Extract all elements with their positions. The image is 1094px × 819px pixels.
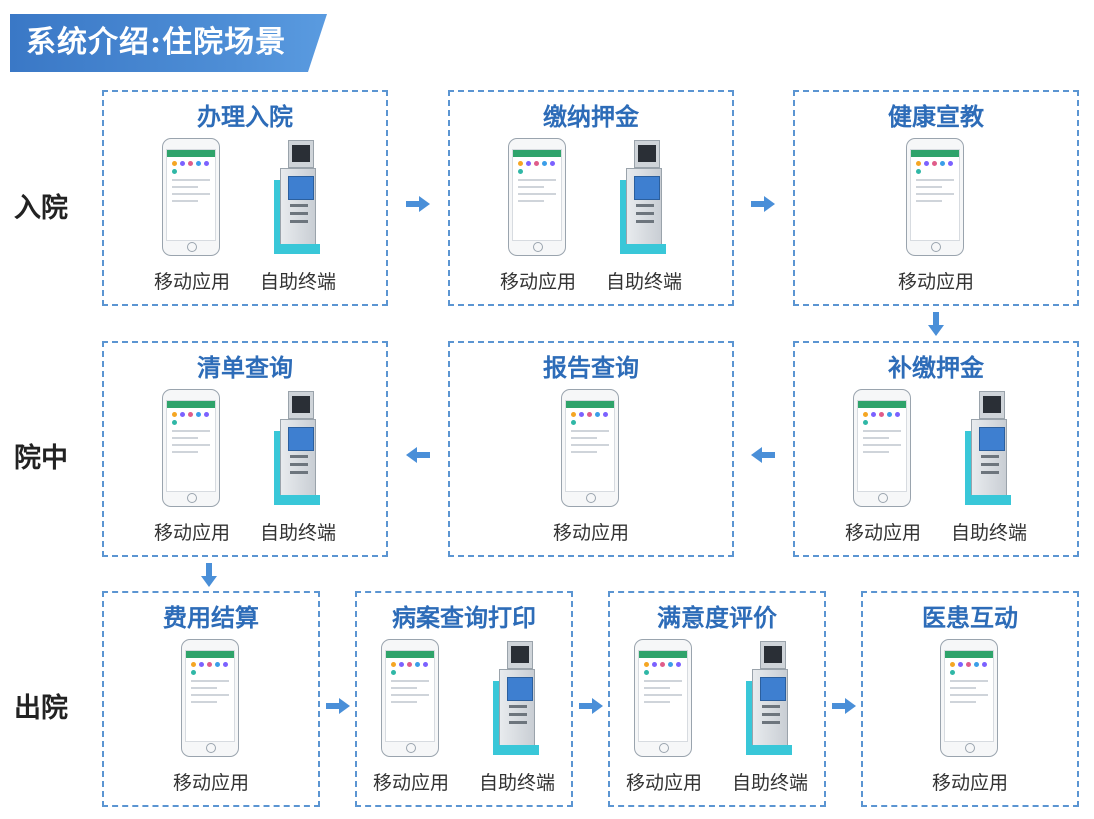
step-title: 清单查询 (197, 353, 293, 382)
device-caption: 自助终端 (478, 772, 555, 794)
device-mobile: 移动应用 (924, 639, 1016, 795)
smartphone-icon (940, 639, 998, 757)
step-box-s9: 满意度评价 移动应用 自助终端 (608, 591, 826, 807)
device-caption: 自助终端 (259, 271, 336, 293)
step-box-s1: 办理入院 移动应用 自助终端 (102, 90, 388, 306)
page-title: 系统介绍:住院场景 (26, 25, 287, 60)
arrow-icon (406, 447, 430, 463)
row-label-discharge: 出院 (14, 693, 68, 724)
smartphone-icon (181, 639, 239, 757)
arrow-icon (751, 196, 775, 212)
step-title: 满意度评价 (657, 603, 777, 632)
device-mobile: 移动应用 (837, 389, 929, 545)
arrow-icon (201, 563, 217, 587)
device-kiosk: 自助终端 (598, 138, 690, 294)
device-mobile: 移动应用 (492, 138, 584, 294)
smartphone-icon (162, 389, 220, 507)
smartphone-icon (162, 138, 220, 256)
device-caption: 移动应用 (844, 522, 921, 544)
device-caption: 自助终端 (950, 522, 1027, 544)
device-mobile: 移动应用 (618, 639, 710, 795)
arrow-icon (928, 312, 944, 336)
device-caption: 自助终端 (259, 522, 336, 544)
device-caption: 自助终端 (731, 772, 808, 794)
device-kiosk: 自助终端 (252, 138, 344, 294)
row-label-admission: 入院 (14, 193, 68, 224)
smartphone-icon (634, 639, 692, 757)
step-box-s3: 健康宣教 移动应用 (793, 90, 1079, 306)
device-kiosk: 自助终端 (252, 389, 344, 545)
step-title: 缴纳押金 (543, 102, 639, 131)
device-caption: 移动应用 (897, 271, 974, 293)
device-caption: 移动应用 (372, 772, 449, 794)
step-box-s2: 缴纳押金 移动应用 自助终端 (448, 90, 734, 306)
title-banner (10, 14, 327, 72)
device-mobile: 移动应用 (146, 138, 238, 294)
smartphone-icon (381, 639, 439, 757)
arrow-icon (326, 698, 350, 714)
device-kiosk: 自助终端 (724, 639, 816, 795)
device-kiosk: 自助终端 (471, 639, 563, 795)
step-title: 办理入院 (197, 102, 293, 131)
step-title: 医患互动 (922, 603, 1018, 632)
step-title: 费用结算 (163, 603, 259, 632)
device-mobile: 移动应用 (146, 389, 238, 545)
device-mobile: 移动应用 (890, 138, 982, 294)
step-title: 健康宣教 (888, 102, 984, 131)
device-caption: 自助终端 (605, 271, 682, 293)
device-kiosk: 自助终端 (943, 389, 1035, 545)
device-mobile: 移动应用 (165, 639, 257, 795)
self-service-kiosk-icon (274, 140, 324, 256)
smartphone-icon (561, 389, 619, 507)
arrow-icon (832, 698, 856, 714)
step-title: 补缴押金 (888, 353, 984, 382)
arrow-icon (579, 698, 603, 714)
device-caption: 移动应用 (625, 772, 702, 794)
step-box-s6: 清单查询 移动应用 自助终端 (102, 341, 388, 557)
self-service-kiosk-icon (493, 641, 543, 757)
self-service-kiosk-icon (274, 391, 324, 507)
device-mobile: 移动应用 (545, 389, 637, 545)
step-box-s4: 补缴押金 移动应用 自助终端 (793, 341, 1079, 557)
arrow-icon (406, 196, 430, 212)
step-title: 报告查询 (543, 353, 639, 382)
self-service-kiosk-icon (746, 641, 796, 757)
device-caption: 移动应用 (499, 271, 576, 293)
arrow-icon (751, 447, 775, 463)
step-box-s7: 费用结算 移动应用 (102, 591, 320, 807)
smartphone-icon (508, 138, 566, 256)
smartphone-icon (906, 138, 964, 256)
device-caption: 移动应用 (153, 271, 230, 293)
step-title: 病案查询打印 (392, 603, 536, 632)
smartphone-icon (853, 389, 911, 507)
step-box-s5: 报告查询 移动应用 (448, 341, 734, 557)
self-service-kiosk-icon (965, 391, 1015, 507)
device-caption: 移动应用 (552, 522, 629, 544)
self-service-kiosk-icon (620, 140, 670, 256)
step-box-s10: 医患互动 移动应用 (861, 591, 1079, 807)
step-box-s8: 病案查询打印 移动应用 自助终端 (355, 591, 573, 807)
row-label-in-hospital: 院中 (14, 443, 68, 474)
device-caption: 移动应用 (153, 522, 230, 544)
device-mobile: 移动应用 (365, 639, 457, 795)
device-caption: 移动应用 (172, 772, 249, 794)
device-caption: 移动应用 (931, 772, 1008, 794)
